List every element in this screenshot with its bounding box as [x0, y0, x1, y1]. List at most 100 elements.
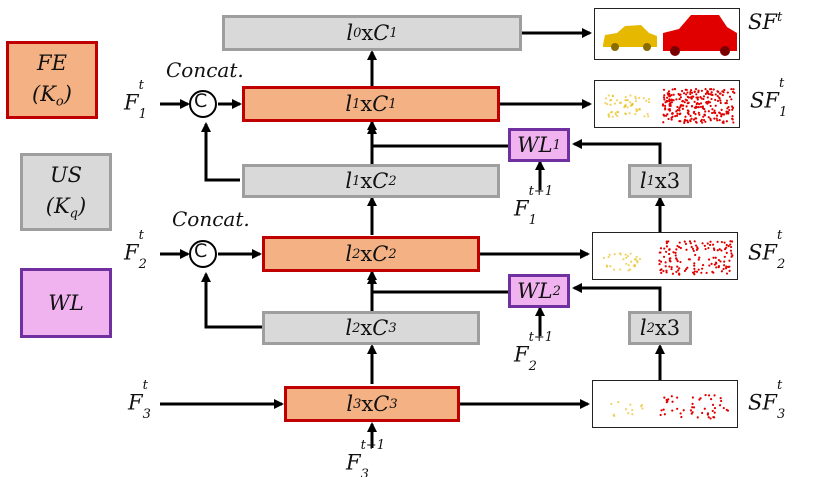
point-red [714, 256, 717, 259]
point-red [726, 409, 730, 412]
point-red [712, 88, 715, 91]
point-red [692, 406, 696, 409]
point-red [725, 251, 728, 254]
point-red [709, 104, 712, 108]
point-cloud-1 [604, 87, 736, 125]
point-red [697, 258, 700, 261]
point-red [665, 271, 668, 274]
point-red [725, 243, 728, 247]
point-red [700, 89, 704, 92]
point-red [711, 93, 714, 97]
point-red [693, 100, 696, 103]
point-red [704, 247, 707, 251]
point-red [678, 109, 681, 112]
point-red [725, 120, 728, 123]
point-red [712, 247, 716, 250]
point-red [670, 118, 673, 121]
point-red [699, 119, 703, 123]
point-red [666, 92, 669, 95]
point-red [671, 115, 674, 118]
point-red [720, 113, 723, 116]
point-yellow [624, 113, 628, 116]
point-red [664, 107, 667, 110]
point-red [696, 98, 699, 101]
point-yellow [619, 253, 622, 256]
point-yellow [636, 109, 639, 112]
point-yellow [624, 103, 627, 106]
point-red [686, 121, 690, 124]
point-red [689, 114, 692, 117]
point-red [693, 273, 696, 276]
point-red [722, 120, 725, 123]
point-red [671, 409, 674, 412]
point-red [714, 93, 717, 96]
point-red [668, 257, 671, 260]
point-yellow [647, 101, 651, 104]
point-red [713, 109, 716, 112]
point-yellow [624, 95, 627, 99]
point-yellow [641, 407, 644, 410]
point-red [711, 243, 715, 246]
point-red [693, 90, 696, 94]
point-red [717, 258, 721, 262]
point-red [671, 272, 675, 275]
point-red [691, 271, 695, 274]
point-red [665, 401, 668, 404]
point-red [706, 90, 709, 93]
point-red [683, 240, 686, 243]
point-red [679, 412, 682, 415]
point-red [685, 268, 688, 271]
point-red [701, 121, 704, 124]
point-red [717, 265, 720, 268]
point-red [683, 269, 687, 273]
arrow-us2-to-concat2 [201, 272, 262, 329]
arrow-wl2-to-fe2 [367, 274, 508, 294]
point-red [676, 244, 679, 248]
point-red [664, 250, 668, 253]
legend-fe: FE (Ko) [6, 41, 98, 119]
point-red [663, 98, 666, 101]
point-red [725, 112, 728, 115]
point-red [675, 98, 678, 101]
point-yellow [645, 99, 648, 102]
point-red [710, 111, 714, 115]
point-yellow [638, 107, 641, 111]
concat-symbol-1: C [194, 90, 208, 112]
point-red [674, 114, 677, 118]
point-yellow [627, 264, 630, 267]
point-red [680, 89, 684, 93]
concat-node-2 [189, 240, 217, 268]
point-red [693, 240, 696, 243]
point-red [720, 240, 723, 244]
arrow-up1-to-wl1 [572, 139, 662, 166]
point-red [677, 92, 680, 96]
point-red [719, 99, 722, 102]
point-red [699, 105, 703, 109]
point-red [727, 245, 730, 248]
point-red [679, 104, 682, 107]
point-red [689, 90, 692, 94]
point-red [693, 264, 696, 267]
point-yellow [636, 260, 639, 263]
point-red [730, 245, 733, 249]
point-yellow [616, 110, 619, 113]
point-red [710, 97, 713, 101]
point-red [687, 96, 691, 99]
point-red [719, 397, 722, 400]
point-red [679, 112, 682, 115]
point-red [668, 98, 671, 101]
point-red [697, 106, 700, 109]
point-yellow [647, 115, 650, 118]
point-red [716, 99, 720, 103]
point-yellow [629, 94, 632, 97]
point-red [700, 271, 703, 274]
point-yellow [640, 405, 643, 408]
point-red [718, 119, 721, 122]
point-red [676, 407, 679, 410]
point-red [689, 92, 692, 96]
point-yellow [646, 112, 649, 116]
point-red [663, 94, 666, 97]
